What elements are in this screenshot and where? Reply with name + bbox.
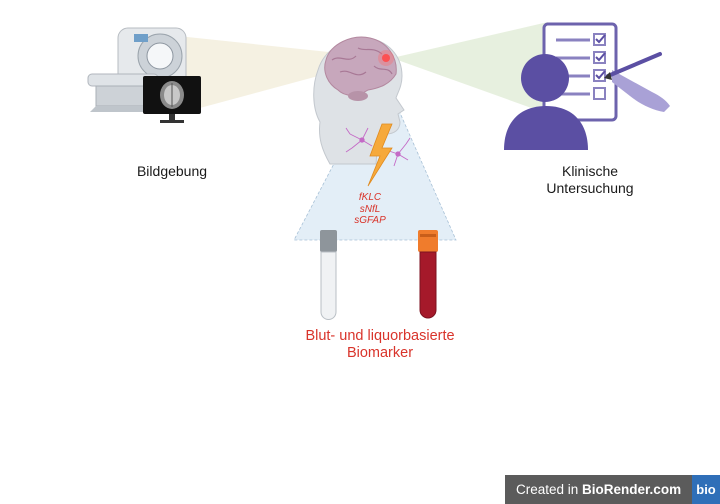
clinical-exam-label: Klinische Untersuchung [546, 163, 634, 196]
marker-sgfap: sGFAP [354, 215, 386, 226]
biorender-logo-icon: bio [692, 475, 720, 504]
checklist-clipboard-icon [542, 22, 618, 122]
marker-fklc: fKLC [358, 192, 382, 203]
marker-list: fKLC sNfL sGFAP [340, 192, 400, 227]
clinical-beam [392, 22, 565, 120]
monitor-brain-scan-icon [143, 76, 201, 123]
lightning-icon [367, 123, 393, 187]
empty-tube-icon [320, 230, 337, 320]
clinician-icon [504, 54, 588, 150]
blood-tube-icon [418, 230, 438, 319]
marker-snfl: sNfL [359, 203, 381, 215]
imaging-label: Bildgebung [136, 163, 208, 179]
mri-scanner-icon [87, 27, 187, 112]
neuron-icon [345, 127, 411, 167]
biomarker-label: Blut- und liquorbasierte Biomarker [305, 328, 455, 361]
biorender-badge[interactable]: Created in BioRender.com bio [505, 475, 720, 504]
pen-hand-icon [604, 52, 670, 112]
badge-text: Created in BioRender.com [505, 482, 692, 497]
badge-brand: BioRender.com [582, 482, 682, 497]
badge-prefix: Created in [516, 482, 583, 497]
